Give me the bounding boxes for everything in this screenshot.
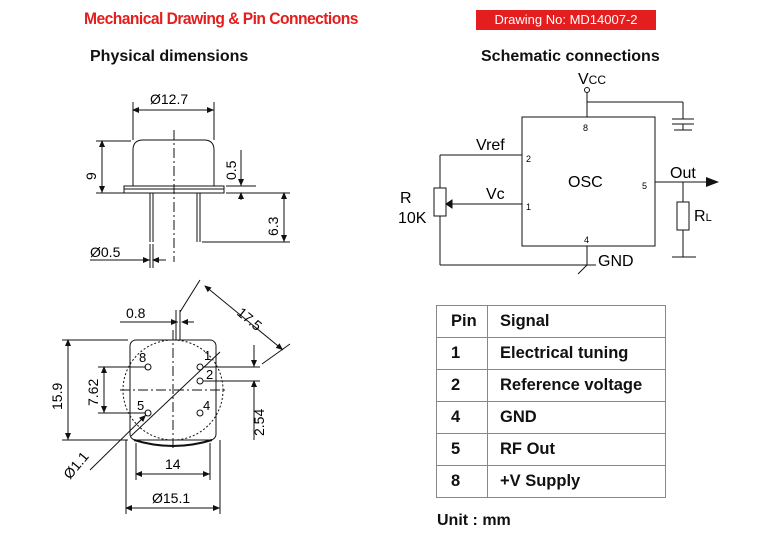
pin-cell: 2 <box>436 369 488 402</box>
dim-width-inner: 14 <box>165 456 181 472</box>
signal-cell: Electrical tuning <box>487 337 666 370</box>
schematic-drawing <box>433 87 719 275</box>
bottom-pin-4-label: 4 <box>203 398 210 413</box>
bottom-pin-8-label: 8 <box>139 350 146 365</box>
physical-dimensions-heading: Physical dimensions <box>90 48 249 65</box>
table-row: 2 Reference voltage <box>436 369 666 402</box>
signal-cell: +V Supply <box>487 465 666 498</box>
vref-label: Vref <box>476 137 505 154</box>
dim-diagonal: 17.5 <box>234 304 265 334</box>
schematic-pin-4: 4 <box>584 235 589 245</box>
pin-table: Pin Signal 1 Electrical tuning 2 Referen… <box>436 305 666 498</box>
dim-height-outer: 15.9 <box>49 383 65 410</box>
signal-cell: Reference voltage <box>487 369 666 402</box>
schematic-pin-8: 8 <box>583 123 588 133</box>
signal-column-header: Signal <box>487 305 666 338</box>
dim-pin-offset: 0.8 <box>126 305 146 321</box>
pin-cell: 5 <box>436 433 488 466</box>
dim-height: 9 <box>83 172 99 180</box>
pin-column-header: Pin <box>436 305 488 338</box>
table-row: 5 RF Out <box>436 433 666 466</box>
schematic-pin-5: 5 <box>642 181 647 191</box>
schematic-pin-2: 2 <box>526 154 531 164</box>
pin-table-header: Pin Signal <box>436 305 666 338</box>
dim-pin-diameter: Ø0.5 <box>90 244 121 260</box>
bottom-pin-2-label: 2 <box>206 367 213 382</box>
bottom-pin-5-label: 5 <box>137 398 144 413</box>
drawing-number-badge: Drawing No: MD14007-2 <box>476 10 656 30</box>
dim-lead-length: 6.3 <box>265 216 281 236</box>
schematic-connections-heading: Schematic connections <box>481 48 660 65</box>
vc-label: Vc <box>486 186 505 203</box>
dim-pin-hole: Ø1.1 <box>60 448 92 482</box>
bottom-view-drawing <box>62 279 291 514</box>
pin-cell: 8 <box>436 465 488 498</box>
page-title: Mechanical Drawing & Pin Connections <box>84 9 358 28</box>
rl-label: RL <box>694 208 712 225</box>
table-row: 1 Electrical tuning <box>436 337 666 370</box>
schematic-pin-1: 1 <box>526 202 531 212</box>
dim-width-outer: Ø15.1 <box>152 490 190 506</box>
vcc-label: VCC <box>578 71 606 88</box>
pin-cell: 4 <box>436 401 488 434</box>
side-view-drawing <box>90 102 290 268</box>
gnd-label: GND <box>598 253 634 270</box>
signal-cell: GND <box>487 401 666 434</box>
pin-cell: 1 <box>436 337 488 370</box>
dim-flange: 0.5 <box>223 160 239 180</box>
dim-pin-row-spacing: 7.62 <box>85 379 101 406</box>
table-row: 4 GND <box>436 401 666 434</box>
r-value-label: 10K <box>398 210 427 227</box>
dim-diameter-top: Ø12.7 <box>150 91 188 107</box>
bottom-pin-1-label: 1 <box>204 348 211 363</box>
osc-label: OSC <box>568 174 603 191</box>
out-label: Out <box>670 165 696 182</box>
table-row: 8 +V Supply <box>436 465 666 498</box>
dim-pin-pitch: 2.54 <box>251 409 267 436</box>
signal-cell: RF Out <box>487 433 666 466</box>
r-label: R <box>400 190 412 207</box>
unit-note: Unit : mm <box>437 512 511 529</box>
